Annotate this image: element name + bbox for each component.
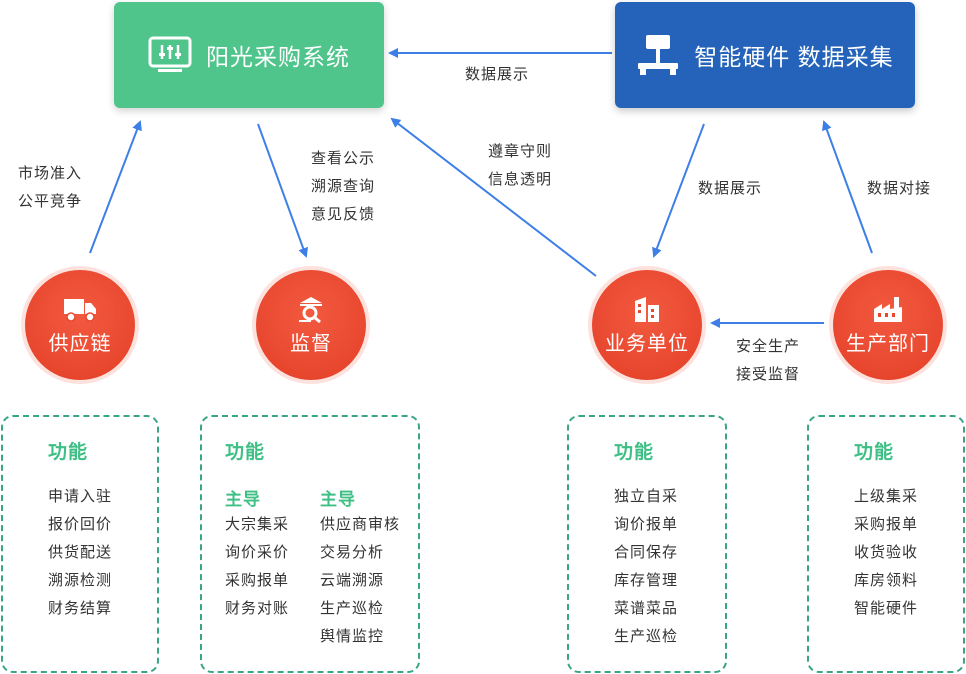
arrow-prod-to-hw [822, 120, 873, 254]
node-supply-chain-label: 供应链 [48, 332, 112, 355]
panel-title: 功能 [225, 442, 266, 463]
factory-icon [872, 295, 904, 323]
edge-label-supply-to-sun: 市场准入 公平竞争 [18, 160, 82, 216]
column-heading: 主导 [225, 490, 261, 509]
arrow-sun-to-super [257, 123, 308, 258]
function-list: 供应商审核 交易分析 云端溯源 生产巡检 舆情监控 [320, 511, 400, 651]
list-item: 财务结算 [48, 600, 113, 617]
edge-label-line: 安全生产 [736, 338, 801, 355]
node-business-unit: 业务单位 [592, 270, 702, 380]
list-item: 独立自采 [614, 488, 679, 505]
list-item: 交易分析 [320, 544, 385, 561]
list-item: 收货验收 [854, 544, 919, 561]
edge-label-hw-to-sun: 数据展示 [465, 66, 530, 83]
sunshine-procurement-title: 阳光采购系统 [206, 44, 350, 70]
panel-production-functions: 功能 上级集采 采购报单 收货验收 库房领料 智能硬件 [807, 415, 965, 673]
function-list: 大宗集采 询价采价 采购报单 财务对账 [225, 511, 289, 623]
monitor-sliders-icon [148, 36, 192, 74]
arrow-biz-to-sun [390, 117, 597, 277]
list-item: 云端溯源 [320, 572, 385, 589]
edge-label-line: 查看公示 [311, 150, 376, 167]
list-item: 采购报单 [854, 516, 919, 533]
list-item: 财务对账 [225, 600, 290, 617]
list-item: 合同保存 [614, 544, 679, 561]
list-item: 智能硬件 [854, 600, 919, 617]
node-production-dept-label: 生产部门 [846, 332, 930, 355]
edge-label-line: 意见反馈 [311, 206, 376, 223]
list-item: 申请入驻 [48, 488, 113, 505]
arrow-hw-to-biz [652, 123, 705, 258]
node-supply-chain: 供应链 [25, 270, 135, 380]
list-item: 库房领料 [854, 572, 919, 589]
node-supervision: 监督 [256, 270, 366, 380]
edge-label-prod-to-hw: 数据对接 [867, 180, 932, 197]
list-item: 菜谱菜品 [614, 600, 679, 617]
list-item: 上级集采 [854, 488, 919, 505]
panel-business-functions: 功能 独立自采 询价报单 合同保存 库存管理 菜谱菜品 生产巡检 [567, 415, 727, 673]
scale-icon [636, 33, 680, 77]
list-item: 询价报单 [614, 516, 679, 533]
smart-hardware-title: 智能硬件 数据采集 [694, 44, 894, 70]
function-list: 申请入驻 报价回价 供货配送 溯源检测 财务结算 [48, 483, 112, 623]
edge-label-line: 市场准入 [18, 165, 83, 182]
sunshine-procurement-box: 阳光采购系统 [114, 2, 384, 108]
list-item: 供货配送 [48, 544, 113, 561]
panel-supervision-functions: 功能 主导 主导 大宗集采 询价采价 采购报单 财务对账 供应商审核 交易分析 … [200, 415, 420, 673]
function-list: 独立自采 询价报单 合同保存 库存管理 菜谱菜品 生产巡检 [614, 483, 678, 651]
node-production-dept: 生产部门 [833, 270, 943, 380]
list-item: 生产巡检 [320, 600, 385, 617]
panel-title: 功能 [48, 442, 89, 463]
list-item: 溯源检测 [48, 572, 113, 589]
panel-supply-functions: 功能 申请入驻 报价回价 供货配送 溯源检测 财务结算 [1, 415, 159, 673]
edge-label-line: 接受监督 [736, 366, 801, 383]
list-item: 采购报单 [225, 572, 290, 589]
list-item: 报价回价 [48, 516, 113, 533]
list-item: 生产巡检 [614, 628, 679, 645]
panel-title: 功能 [614, 442, 655, 463]
edge-label-hw-to-biz: 数据展示 [698, 180, 763, 197]
list-item: 舆情监控 [320, 628, 385, 645]
magnifier-shield-icon [296, 295, 326, 323]
edge-label-line: 遵章守则 [488, 143, 553, 160]
node-supervision-label: 监督 [290, 332, 332, 355]
list-item: 供应商审核 [320, 516, 401, 533]
smart-hardware-box: 智能硬件 数据采集 [615, 2, 915, 108]
panel-title: 功能 [854, 442, 895, 463]
function-list: 上级集采 采购报单 收货验收 库房领料 智能硬件 [854, 483, 918, 623]
list-item: 库存管理 [614, 572, 679, 589]
truck-icon [63, 295, 97, 323]
buildings-icon [632, 295, 662, 323]
edge-label-prod-to-biz: 安全生产 接受监督 [736, 333, 800, 389]
node-business-unit-label: 业务单位 [605, 332, 689, 355]
arrow-supply-to-sun [89, 120, 142, 254]
edge-label-line: 信息透明 [488, 171, 553, 188]
edge-label-line: 公平竞争 [18, 193, 83, 210]
column-heading: 主导 [320, 490, 356, 509]
edge-label-biz-to-sun: 遵章守则 信息透明 [488, 138, 552, 194]
edge-label-line: 溯源查询 [311, 178, 376, 195]
edge-label-sun-to-super: 查看公示 溯源查询 意见反馈 [311, 145, 375, 229]
list-item: 大宗集采 [225, 516, 290, 533]
list-item: 询价采价 [225, 544, 290, 561]
